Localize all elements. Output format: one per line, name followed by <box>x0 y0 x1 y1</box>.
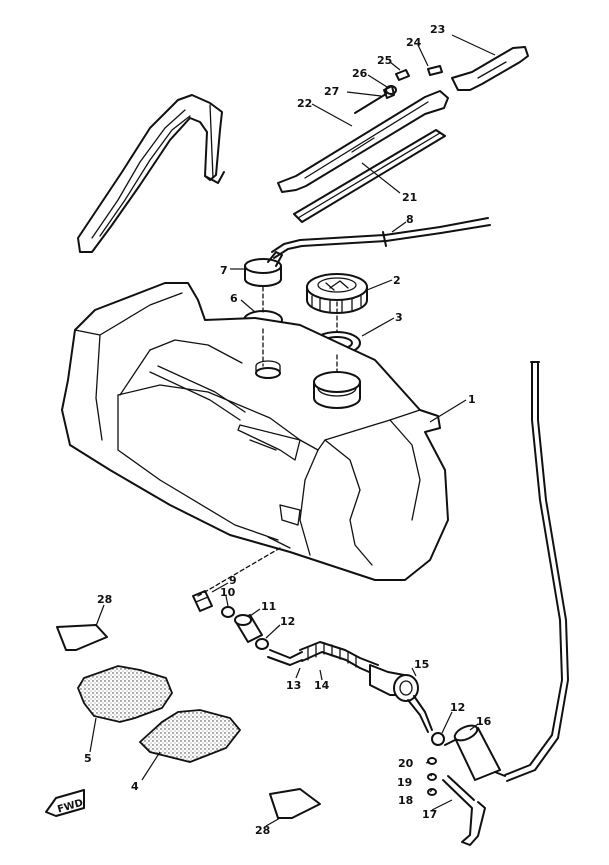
clamp-12b <box>431 732 445 746</box>
callout-6: 6 <box>230 292 238 305</box>
fuel-tank-1 <box>61 282 449 581</box>
callout-22: 22 <box>297 97 312 110</box>
callout-4: 4 <box>131 780 139 793</box>
bolt-27 <box>354 85 395 114</box>
filler-cap-2 <box>306 273 368 314</box>
o-ring-10 <box>221 606 235 618</box>
callout-9: 9 <box>229 574 237 587</box>
callout-21: 21 <box>402 191 417 204</box>
plug-25 <box>395 69 410 81</box>
callout-3: 3 <box>395 311 403 324</box>
callout-15: 15 <box>414 658 429 671</box>
mat-5 <box>76 665 174 723</box>
washer-19 <box>427 773 437 781</box>
bolt-18 <box>427 788 437 796</box>
holder-28a <box>56 624 108 651</box>
tank-support-bracket <box>77 94 225 253</box>
callout-12b: 12 <box>450 701 465 714</box>
callout-16: 16 <box>476 715 492 728</box>
fitting-7 <box>244 251 283 287</box>
holder-28b <box>269 788 321 819</box>
assembly-guide-lines <box>197 286 338 597</box>
callout-12a: 12 <box>280 615 295 628</box>
callout-13: 13 <box>286 679 301 692</box>
callout-11: 11 <box>261 600 276 613</box>
fwd-arrow-icon: FWD <box>45 789 85 817</box>
protector-14 <box>299 641 379 676</box>
mat-4 <box>138 709 242 763</box>
callout-17: 17 <box>422 808 437 821</box>
callout-7: 7 <box>220 264 228 277</box>
clamp-12a <box>255 638 269 650</box>
callout-23: 23 <box>430 23 445 36</box>
callout-20: 20 <box>398 757 414 770</box>
callout-25: 25 <box>377 54 392 67</box>
breather-hose <box>504 361 569 782</box>
bracket-17 <box>442 775 486 846</box>
callout-2: 2 <box>393 274 401 287</box>
callout-8: 8 <box>406 213 414 226</box>
fuel-hose-8 <box>271 217 491 259</box>
joint-11 <box>234 614 263 643</box>
fuel-filter-16 <box>444 724 506 781</box>
callout-18: 18 <box>398 794 413 807</box>
tank-strap-22 <box>277 90 449 193</box>
callout-28b: 28 <box>255 824 270 837</box>
callout-5: 5 <box>84 752 92 765</box>
nut-20 <box>427 757 437 765</box>
callout-10: 10 <box>220 586 236 599</box>
fuel-pump-15 <box>369 664 433 733</box>
tank-strap-23 <box>451 46 529 91</box>
pin-24 <box>427 65 443 76</box>
callout-19: 19 <box>397 776 412 789</box>
callout-1: 1 <box>468 393 476 406</box>
callout-28a: 28 <box>97 593 112 606</box>
rubber-pad-21 <box>293 129 446 223</box>
callout-14: 14 <box>314 679 330 692</box>
callout-26: 26 <box>352 67 368 80</box>
callout-27: 27 <box>324 85 339 98</box>
callout-24: 24 <box>406 36 422 49</box>
fitting-9 <box>192 590 213 612</box>
hose-13 <box>267 649 303 666</box>
callout-labels: 1 2 3 4 5 6 7 8 9 10 11 12 12 13 14 15 1… <box>84 23 492 837</box>
leader-lines <box>89 34 496 827</box>
